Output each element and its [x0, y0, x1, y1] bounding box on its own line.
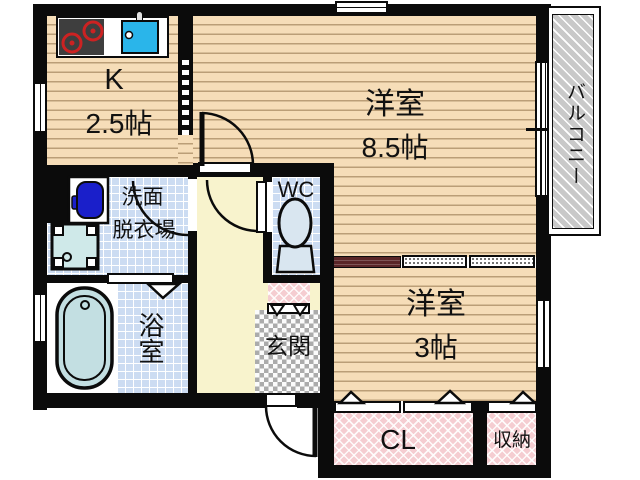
kitchen-window-line [39, 84, 41, 131]
balcony-frame [547, 6, 601, 236]
wall-entrance-stub [297, 393, 334, 408]
pan-corner-1 [53, 225, 64, 236]
bedroom-floor [334, 268, 537, 401]
storage-area [487, 413, 537, 466]
partition-panel-solid [333, 256, 401, 268]
closet-label: CL [380, 424, 416, 455]
washroom-door-swing [131, 180, 189, 237]
shoe-cabinet [268, 283, 310, 303]
bath-window-line [39, 295, 41, 341]
shoe-slide-marker-1 [269, 304, 286, 317]
kitchen-size-label: 2.5帖 [85, 108, 153, 139]
bath-door-threshold [107, 273, 174, 284]
bedroom-size-label: 3帖 [414, 332, 458, 363]
top-wall-vent-window [335, 1, 388, 14]
bathtub [55, 286, 114, 390]
washroom-label-line2: 脱衣場 [112, 219, 176, 242]
pan-corner-2 [86, 225, 97, 236]
wc-door-leaf [256, 181, 267, 233]
kitchen-floor-opening [178, 135, 193, 165]
shoe-cabinet-sliding-strip [267, 303, 310, 314]
wall-washer-stub [47, 177, 69, 223]
living-door-threshold [198, 162, 252, 174]
wall-closet-storage [473, 401, 487, 466]
storage-label: 収納 [492, 430, 531, 451]
living-room-label: 洋室 [365, 88, 425, 121]
toilet-bowl-icon [277, 197, 313, 249]
vent-line [337, 6, 386, 8]
wall-wc-bottom [263, 275, 334, 283]
balcony-label: バルコニー [564, 82, 585, 187]
hallway-floor [197, 177, 263, 393]
pan-corner-3 [53, 257, 64, 268]
entrance-floor [255, 310, 320, 393]
dashed-opening [182, 60, 189, 135]
shoe-slide-marker-2 [292, 304, 309, 317]
partition-sliding-door-1 [402, 255, 467, 268]
wall-bottom-right [318, 465, 551, 478]
wc-label: WC [277, 177, 315, 202]
closet-slide-marker-2 [433, 389, 467, 405]
wall-wc-right-column [320, 163, 334, 413]
wc-door-gap [263, 182, 272, 232]
bedroom-label: 洋室 [406, 288, 466, 321]
wall-kitchen-bottom [33, 165, 197, 177]
wall-bottom-left [33, 393, 265, 408]
wc-door-swing [205, 179, 259, 233]
wall-step-connector [318, 408, 334, 478]
bath-window [33, 293, 47, 343]
bedroom-window-line [543, 301, 545, 367]
living-door-swing [201, 111, 255, 166]
balcony-deck [552, 14, 594, 229]
living-room-size-label: 8.5帖 [361, 132, 429, 163]
pan-drain-icon [62, 252, 72, 262]
pan-corner-4 [86, 257, 97, 268]
bath-floor [117, 283, 188, 393]
entrance-door-threshold [265, 393, 297, 407]
wall-top [33, 4, 545, 16]
balcony-window-latch [526, 128, 558, 131]
sink-drain-icon [124, 30, 134, 40]
storage-slide-marker [508, 390, 539, 405]
closet-slide-marker-1 [336, 390, 367, 405]
kitchen-label: K [104, 64, 124, 96]
bedroom-window [536, 299, 551, 369]
burner-icon-right-center [90, 28, 96, 34]
bathtub-drain-icon [80, 300, 90, 310]
washer-icon [76, 181, 104, 219]
closet-area [334, 413, 473, 466]
bathtub-rim [63, 295, 106, 381]
wall-kitchen-divider [178, 16, 193, 60]
bath-label: 浴室 [135, 312, 165, 364]
toilet-tank [275, 244, 316, 274]
wall-kitchen-divider-open [178, 60, 193, 135]
wall-hall-washroom [188, 177, 197, 393]
washroom-door-gap [188, 179, 197, 231]
kitchen-window [33, 82, 47, 133]
partition-sliding-door-2 [469, 255, 535, 268]
washroom-label-line1: 洗面 [121, 186, 164, 209]
entrance-label: 玄関 [265, 333, 311, 359]
entrance-door-swing [264, 405, 317, 458]
bath-door-marker [144, 282, 183, 300]
burner-icon-left-center [69, 40, 75, 46]
